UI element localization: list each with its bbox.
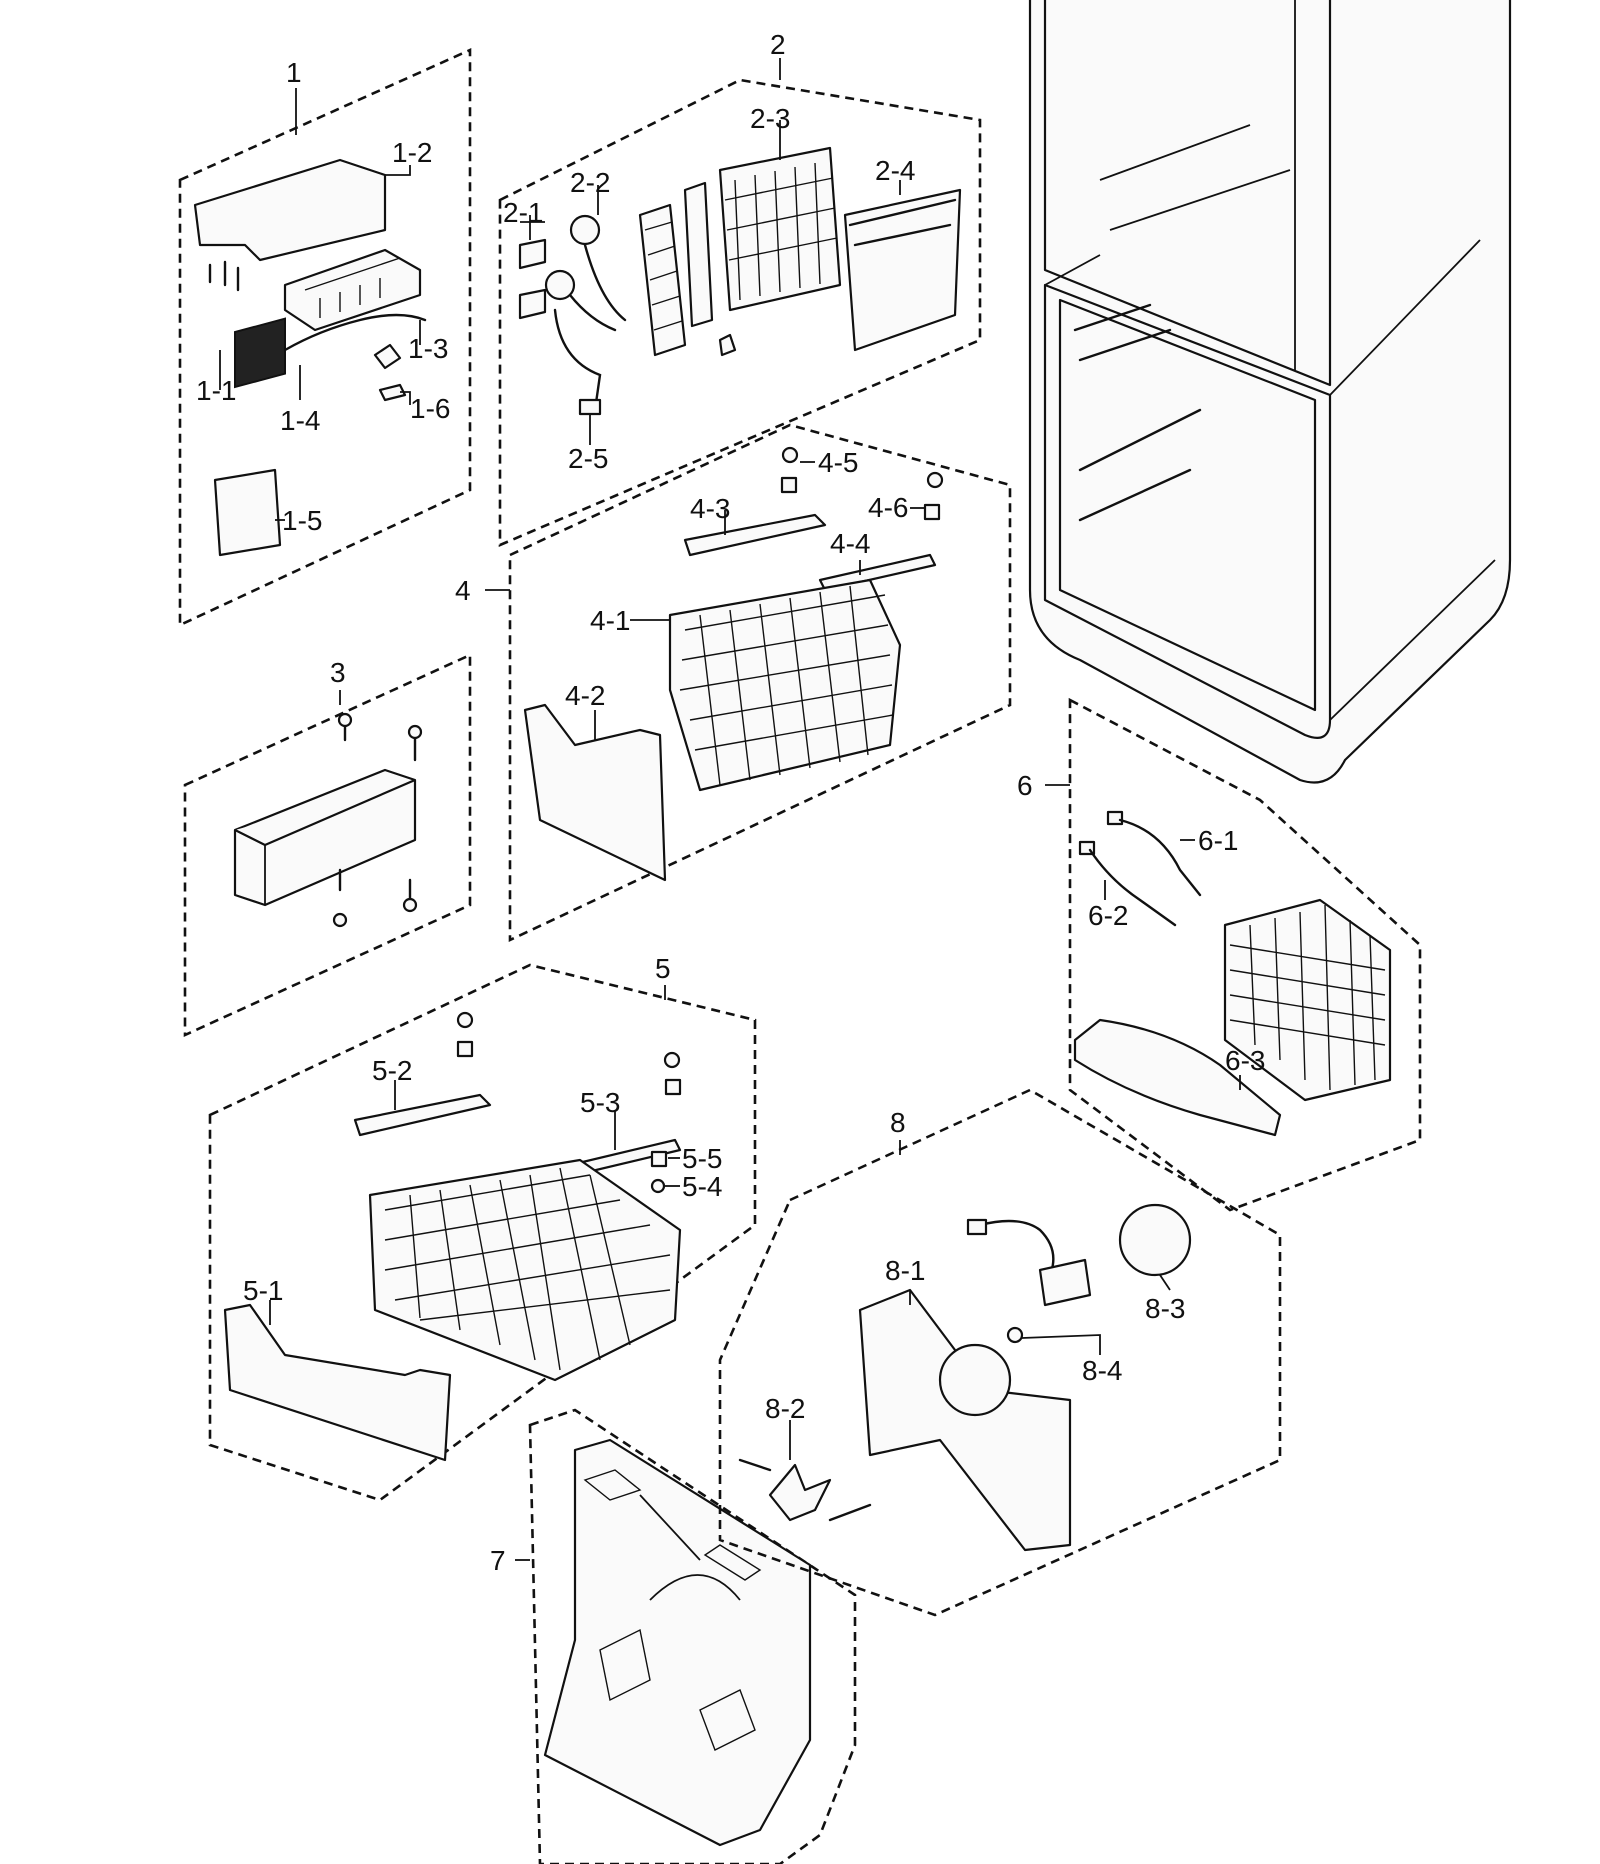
part-label-6-3: 6-3: [1225, 1045, 1265, 1076]
group-4-label: 4: [455, 575, 471, 606]
part-label-1-1: 1-1: [196, 375, 236, 406]
evaporator-cover: [718, 146, 842, 312]
part-label-2-2: 2-2: [570, 167, 610, 198]
basket-front-panel: [523, 703, 667, 882]
freezer-basket-upper: [668, 578, 902, 792]
part-label-2-4: 2-4: [875, 155, 915, 186]
group-7: 7: [490, 1408, 857, 1864]
group-6: 6 6-1 6-2 6-3: [1017, 697, 1422, 1212]
part-label-6-2: 6-2: [1088, 900, 1128, 931]
group-3-label: 3: [330, 657, 346, 688]
fan-bracket: [858, 1288, 1072, 1552]
part-label-4-2: 4-2: [565, 680, 605, 711]
part-label-1-3: 1-3: [408, 333, 448, 364]
part-label-1-5: 1-5: [282, 505, 322, 536]
group-6-label: 6: [1017, 770, 1033, 801]
part-label-5-1: 5-1: [243, 1275, 283, 1306]
basket-rail-right: [818, 553, 937, 592]
part-label-5-5: 5-5: [682, 1143, 722, 1174]
part-label-1-6: 1-6: [410, 393, 450, 424]
group-1-label: 1: [286, 57, 302, 88]
freezer-rear-cover: [543, 1438, 812, 1847]
evaporator-coil: [1223, 898, 1392, 1102]
part-label-5-3: 5-3: [580, 1087, 620, 1118]
basket-rail-left: [683, 513, 827, 557]
part-label-2-3: 2-3: [750, 103, 790, 134]
basket-front-panel-5: [223, 1303, 452, 1462]
group-7-label: 7: [490, 1545, 506, 1576]
evaporator-cover-lower: [843, 188, 962, 352]
part-label-6-1: 6-1: [1198, 825, 1238, 856]
drain-tray: [1073, 1018, 1282, 1137]
group-8-label: 8: [890, 1107, 906, 1138]
refrigerator-cabinet: [1028, 0, 1512, 784]
part-label-1-2: 1-2: [392, 137, 432, 168]
group-4: 4 4-3 4-4 4-5 4-6 4-1 4-2: [455, 423, 1012, 943]
fan-motor: [1118, 1203, 1192, 1277]
part-label-8-3: 8-3: [1145, 1293, 1185, 1324]
part-label-4-6: 4-6: [868, 492, 908, 523]
ice-tray: [283, 248, 422, 332]
ice-maker-cover: [193, 158, 387, 262]
part-label-4-3: 4-3: [690, 493, 730, 524]
group-8: 8 8-3 8-4 8-1 8-2: [718, 1088, 1282, 1617]
group-3: 3: [183, 652, 472, 1038]
part-label-5-4: 5-4: [682, 1171, 722, 1202]
part-label-8-1: 8-1: [885, 1255, 925, 1286]
group-5: 5 5-2 5-3 5-5 5-4 5-1: [208, 953, 757, 1502]
group-2-label: 2: [770, 29, 786, 60]
group-1: 1 1-2 1-1 1-3 1-4 1-6 1-5: [178, 47, 472, 628]
part-label-8-2: 8-2: [765, 1393, 805, 1424]
part-label-4-1: 4-1: [590, 605, 630, 636]
ice-maker-control-box: [234, 317, 286, 389]
air-duct: [638, 203, 687, 357]
group-5-label: 5: [655, 953, 671, 984]
part-label-4-4: 4-4: [830, 528, 870, 559]
part-label-5-2: 5-2: [372, 1055, 412, 1086]
part-label-2-1: 2-1: [503, 197, 543, 228]
part-label-2-5: 2-5: [568, 443, 608, 474]
part-label-1-4: 1-4: [280, 405, 320, 436]
part-label-4-5: 4-5: [818, 447, 858, 478]
door-bin: [233, 768, 417, 907]
fan-blade: [768, 1463, 832, 1522]
basket-rail-5-left: [353, 1093, 492, 1137]
group-2: 2 2-1 2-2 2-5 2-3 2-4: [498, 29, 982, 547]
part-label-8-4: 8-4: [1082, 1355, 1122, 1386]
freezer-basket-lower: [368, 1158, 682, 1382]
ice-maker-plate: [213, 468, 282, 557]
